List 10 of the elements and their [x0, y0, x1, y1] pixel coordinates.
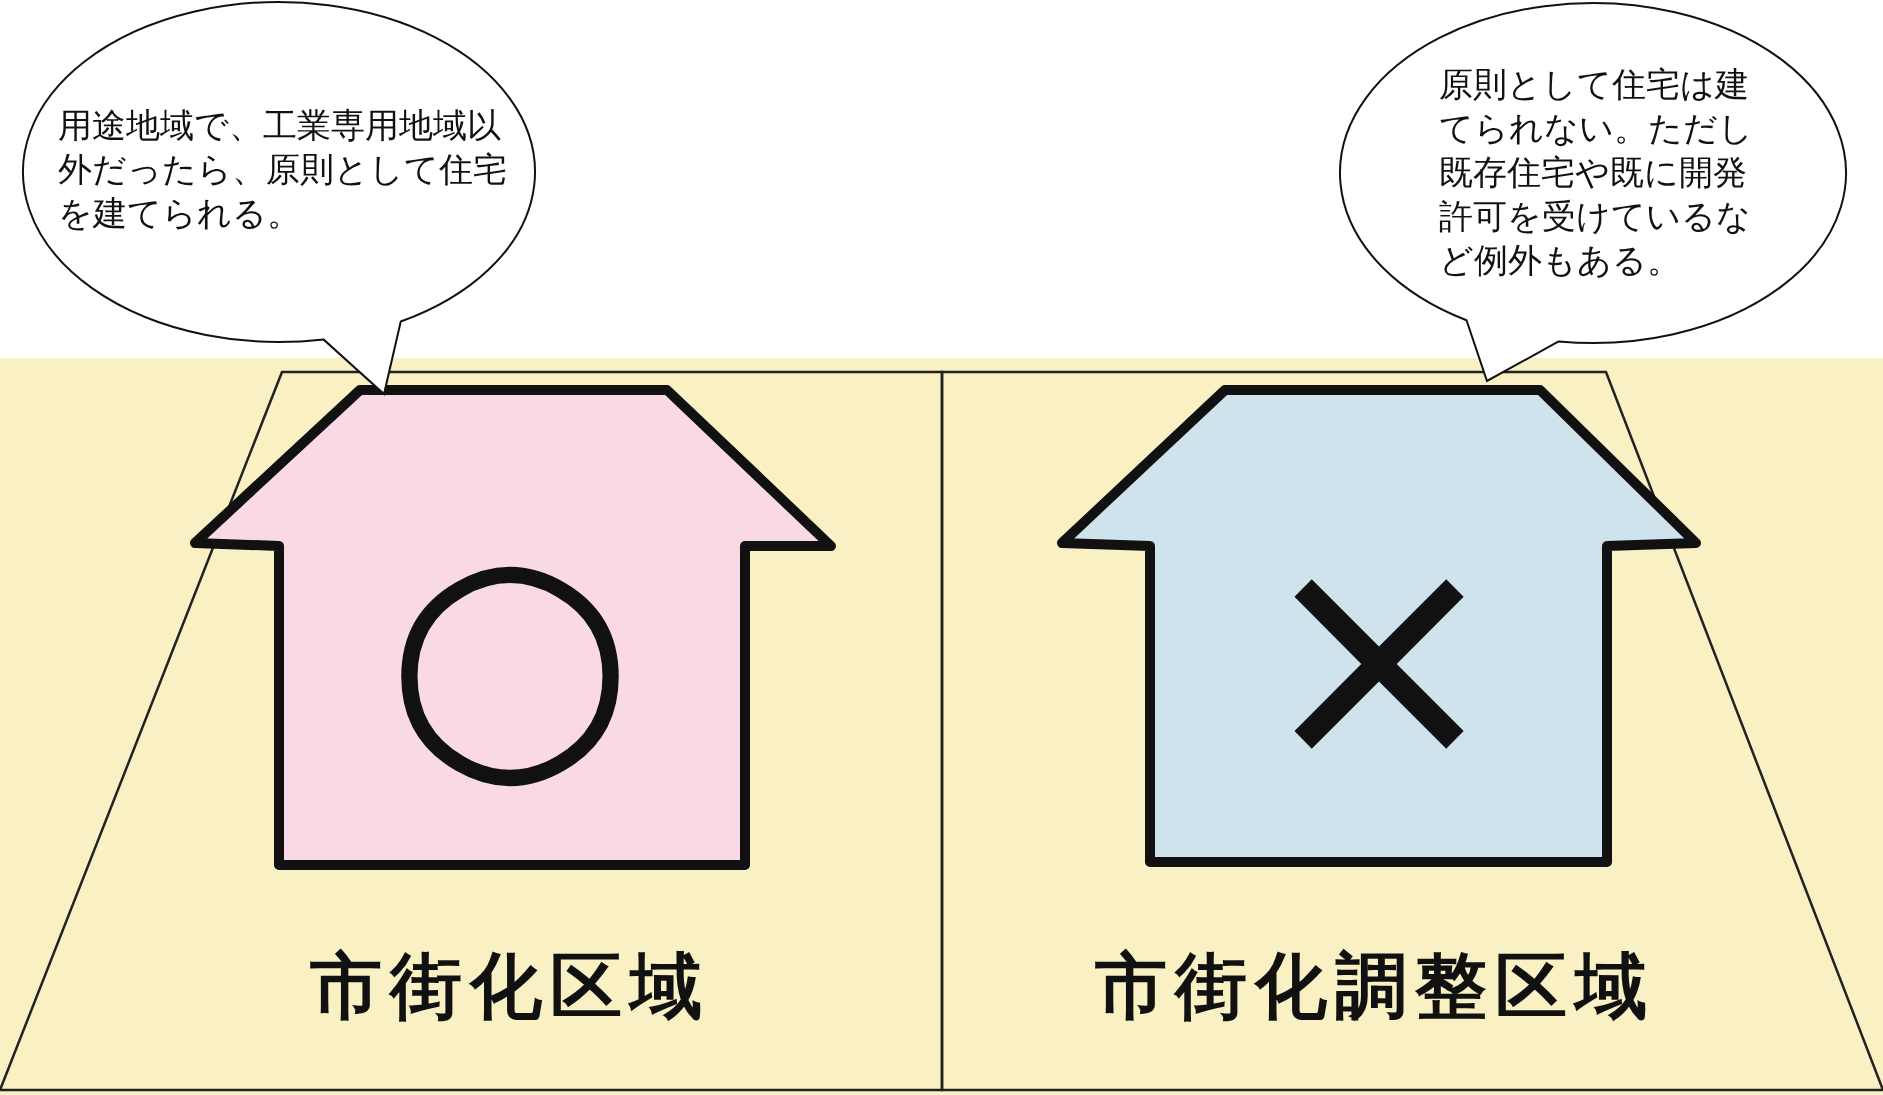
zone-area [942, 372, 1883, 1090]
bubble-text: 原則として住宅は建てられない。ただし既存住宅や既に開発許可を受けているなど例外もある。 [1439, 63, 1754, 282]
zone-label: 市街化区域 [310, 950, 710, 1022]
cross-symbol: × [1253, 505, 1505, 805]
house-shape [190, 385, 836, 870]
zone-label: 市街化調整区域 [1095, 950, 1655, 1022]
bubble-text: 用途地域で、工業専用地域以外だったら、原則として住宅を建てられる。 [58, 104, 508, 235]
circle-symbol: ○ [385, 509, 635, 795]
house-shape [1057, 385, 1701, 867]
zone-area [0, 372, 942, 1090]
